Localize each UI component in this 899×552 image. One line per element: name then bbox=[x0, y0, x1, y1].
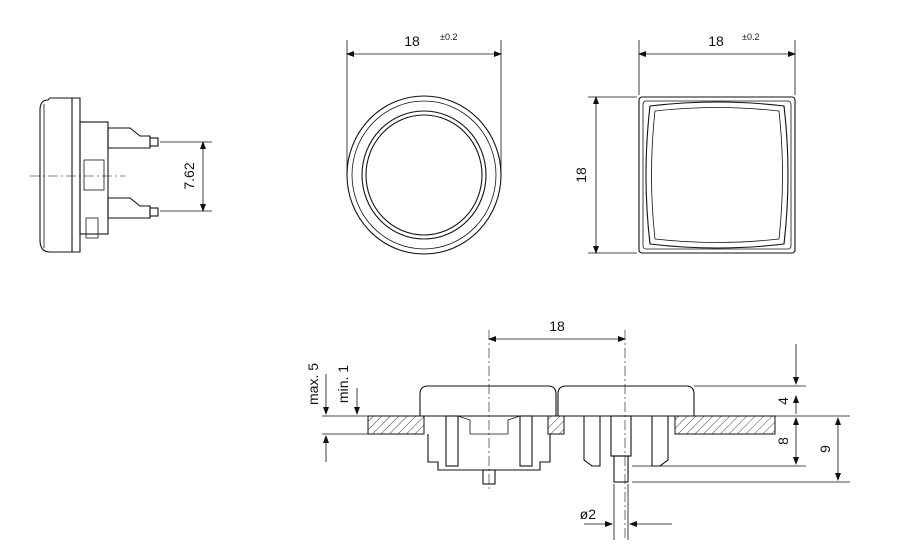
square-cap-width-label: 18 bbox=[708, 33, 724, 49]
panel-pitch-label: 18 bbox=[549, 318, 565, 334]
square-cap-tolerance-label: ±0.2 bbox=[742, 32, 759, 42]
square-cap-view: 18 ±0.2 18 bbox=[573, 32, 796, 254]
panel-section-view: 18 max. 5 min. 1 4 8 9 ø2 bbox=[305, 318, 850, 540]
panel-thickness-min-label: min. 1 bbox=[335, 365, 351, 403]
side-view: 7.62 bbox=[30, 97, 212, 253]
round-cap-width-label: 18 bbox=[404, 33, 420, 49]
body-depth-label: 8 bbox=[775, 437, 791, 445]
pin-diameter-label: ø2 bbox=[580, 506, 597, 522]
round-cap-tolerance-label: ±0.2 bbox=[440, 32, 457, 42]
cap-height-label: 4 bbox=[775, 397, 791, 405]
square-cap-height-label: 18 bbox=[573, 167, 589, 183]
panel-thickness-max-label: max. 5 bbox=[305, 363, 321, 405]
pin-pitch-label: 7.62 bbox=[181, 162, 197, 189]
round-cap-view: 18 ±0.2 bbox=[346, 32, 502, 255]
pin-depth-label: 9 bbox=[817, 445, 833, 453]
